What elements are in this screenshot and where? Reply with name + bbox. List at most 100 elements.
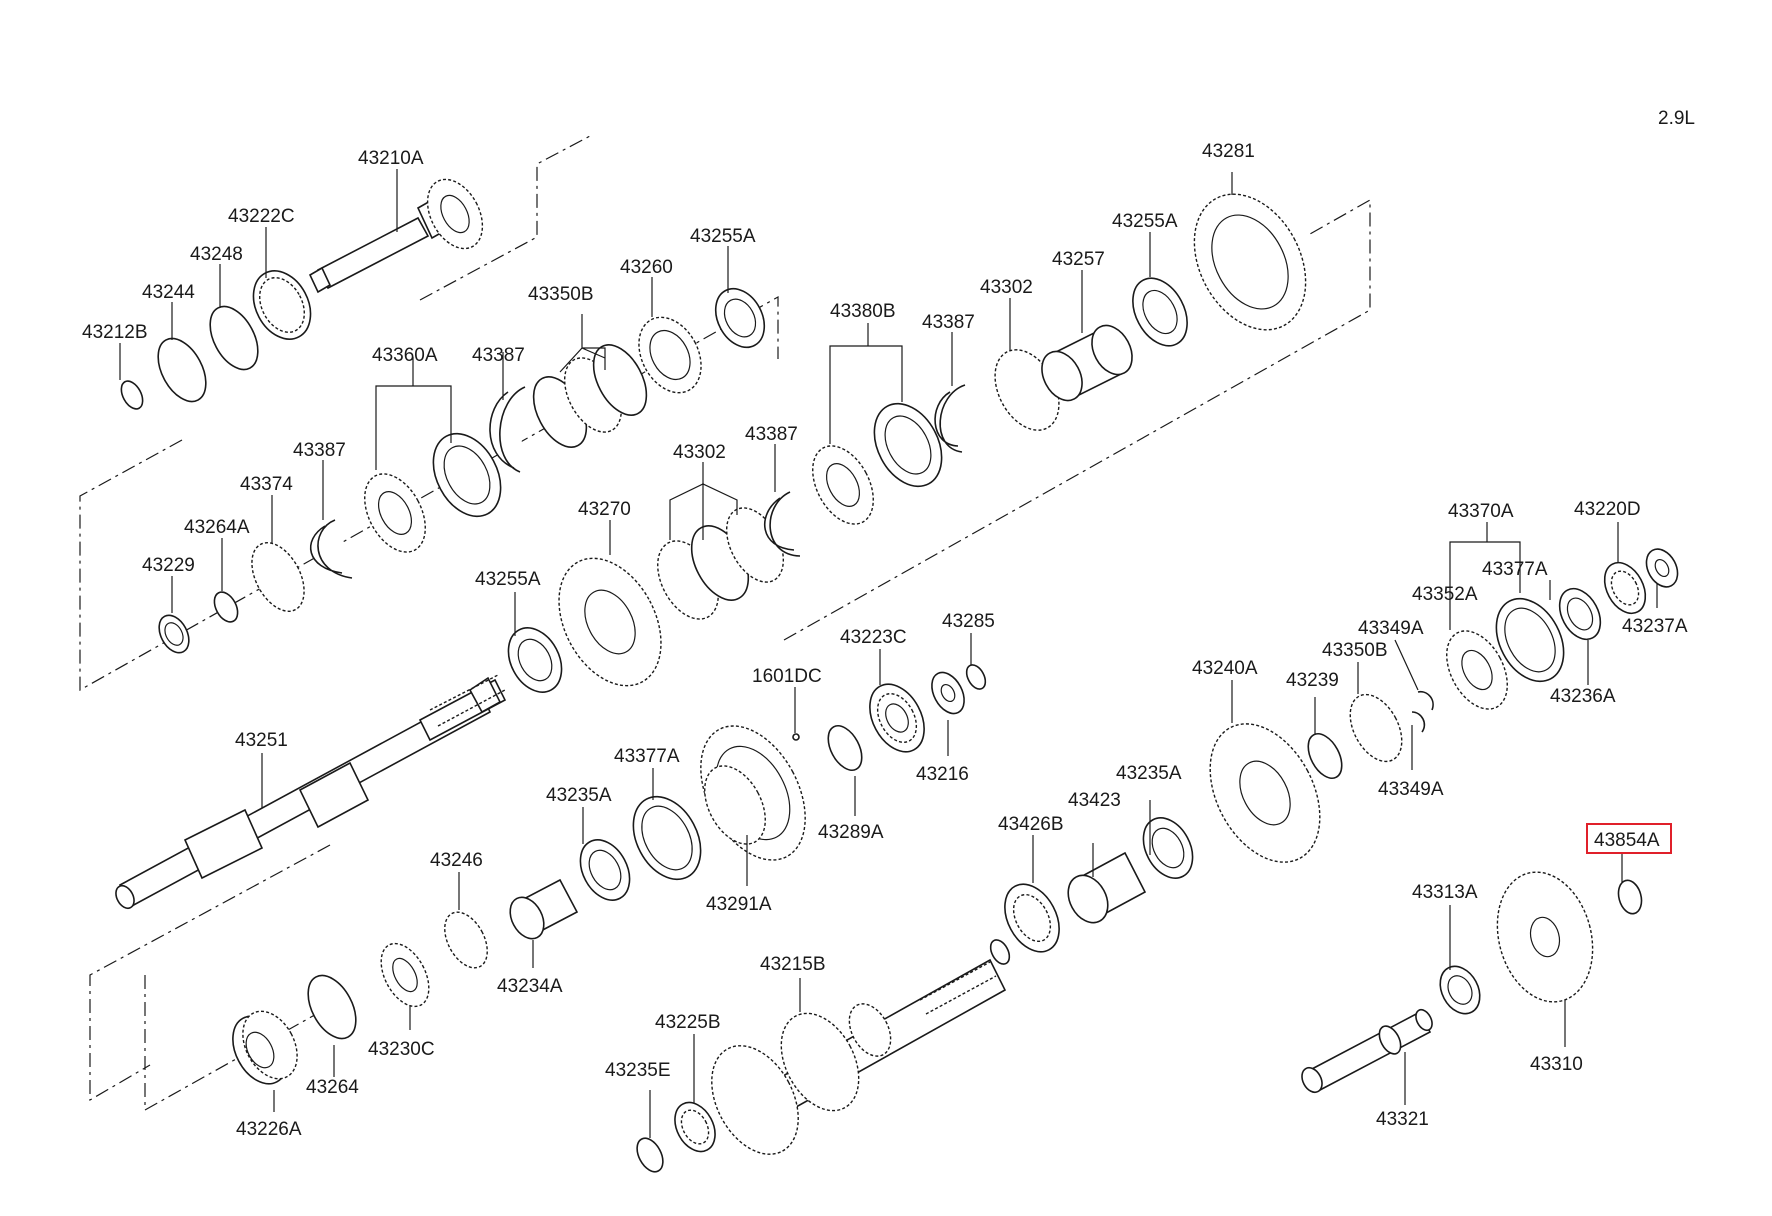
part-43387-snap-ring-a (489, 386, 526, 473)
part-43234A-sleeve (509, 878, 579, 940)
group-frames (79, 135, 1371, 1112)
part-43349A-key-a (1417, 690, 1434, 711)
label-43239[interactable]: 43239 (1286, 670, 1339, 691)
label-43313A[interactable]: 43313A (1412, 882, 1478, 903)
part-43321-idler-shaft (1301, 1008, 1433, 1094)
label-43226A[interactable]: 43226A (236, 1119, 302, 1140)
label-1601DC[interactable]: 1601DC (752, 666, 822, 687)
leader-lines (119, 169, 1658, 1138)
label-43255A-b[interactable]: 43255A (1112, 211, 1178, 232)
part-43281-gear (1193, 193, 1307, 331)
input-shaft-group (120, 178, 484, 410)
label-43248[interactable]: 43248 (190, 244, 243, 265)
label-43210A[interactable]: 43210A (358, 148, 424, 169)
label-43289A[interactable]: 43289A (818, 822, 884, 843)
part-43374-synchro-ring (251, 542, 305, 612)
label-43222C[interactable]: 43222C (228, 206, 295, 227)
label-43240A[interactable]: 43240A (1192, 658, 1258, 679)
part-43350B-synchro-ring-b (1349, 693, 1403, 763)
label-43220D[interactable]: 43220D (1574, 499, 1641, 520)
label-43235E[interactable]: 43235E (605, 1060, 671, 1081)
label-43264[interactable]: 43264 (306, 1077, 359, 1098)
part-43260-gear (638, 316, 702, 394)
label-43246[interactable]: 43246 (430, 850, 483, 871)
part-43854A-washer (1617, 879, 1643, 915)
part-43235E-snap-ring (636, 1137, 664, 1173)
label-43377A-a[interactable]: 43377A (614, 746, 680, 767)
part-43313A-needle-bearing (1439, 965, 1481, 1015)
label-43321[interactable]: 43321 (1376, 1109, 1429, 1130)
label-43270[interactable]: 43270 (578, 499, 631, 520)
label-43302-a[interactable]: 43302 (980, 277, 1033, 298)
label-43426B[interactable]: 43426B (998, 814, 1064, 835)
part-43270-gear (558, 557, 662, 687)
label-43423[interactable]: 43423 (1068, 790, 1121, 811)
label-43302-b[interactable]: 43302 (673, 442, 726, 463)
label-43349A-b[interactable]: 43349A (1378, 779, 1444, 800)
label-43377A-b[interactable]: 43377A (1482, 559, 1548, 580)
part-43255A-needle-bearing-c (507, 627, 563, 693)
label-43235A-b[interactable]: 43235A (1116, 763, 1182, 784)
label-43387-a[interactable]: 43387 (472, 345, 525, 366)
label-43387-d[interactable]: 43387 (745, 424, 798, 445)
part-43264-snap-ring (307, 974, 357, 1040)
label-43223C[interactable]: 43223C (840, 627, 907, 648)
label-43291A[interactable]: 43291A (706, 894, 772, 915)
highlight-box-43854A (1586, 823, 1672, 854)
part-43285-ring (965, 664, 987, 690)
reverse-idler-group (1301, 871, 1643, 1094)
label-43281[interactable]: 43281 (1202, 141, 1255, 162)
label-43387-b[interactable]: 43387 (293, 440, 346, 461)
label-43230C[interactable]: 43230C (368, 1039, 435, 1060)
part-43222C-bearing (252, 270, 312, 340)
label-43225B[interactable]: 43225B (655, 1012, 721, 1033)
label-43387-c[interactable]: 43387 (922, 312, 975, 333)
label-43350B-b[interactable]: 43350B (1322, 640, 1388, 661)
label-43235A-a[interactable]: 43235A (546, 785, 612, 806)
part-43226A-bearing (232, 1010, 298, 1085)
label-43352A[interactable]: 43352A (1412, 584, 1478, 605)
part-43236A-needle-bearing (1558, 587, 1602, 641)
part-43216-washer (931, 671, 965, 715)
part-1601DC-dot (792, 733, 800, 741)
label-43854A[interactable]: 43854A (1594, 830, 1660, 851)
part-43349A-key-b (1411, 711, 1426, 733)
middle-right-group (232, 664, 987, 1085)
label-43350B-a[interactable]: 43350B (528, 284, 594, 305)
label-43310[interactable]: 43310 (1530, 1054, 1583, 1075)
part-43235A-needle-bearing-a (579, 839, 631, 901)
label-43360A[interactable]: 43360A (372, 345, 438, 366)
part-43289A-ring (827, 725, 863, 771)
label-43244[interactable]: 43244 (142, 282, 195, 303)
part-43350B-synchro-rings (532, 344, 648, 448)
label-43260[interactable]: 43260 (620, 257, 673, 278)
label-43212B[interactable]: 43212B (82, 322, 148, 343)
label-43255A-a[interactable]: 43255A (690, 226, 756, 247)
part-43302-synchro-rings-middle (657, 507, 785, 620)
label-43237A[interactable]: 43237A (1622, 616, 1688, 637)
label-43236A[interactable]: 43236A (1550, 686, 1616, 707)
label-43264A[interactable]: 43264A (184, 517, 250, 538)
part-43215B-countershaft (711, 939, 1011, 1155)
label-43380B[interactable]: 43380B (830, 301, 896, 322)
label-43251[interactable]: 43251 (235, 730, 288, 751)
label-43349A-a[interactable]: 43349A (1358, 618, 1424, 639)
part-43387-snap-ring-c (934, 384, 966, 453)
part-43220D-bearing (1603, 561, 1647, 615)
label-43229[interactable]: 43229 (142, 555, 195, 576)
label-43215B[interactable]: 43215B (760, 954, 826, 975)
label-43255A-c[interactable]: 43255A (475, 569, 541, 590)
label-43234A[interactable]: 43234A (497, 976, 563, 997)
part-43251-mainshaft (115, 674, 507, 910)
part-43225B-bearing (674, 1101, 716, 1153)
label-43285[interactable]: 43285 (942, 611, 995, 632)
part-43377A-bearing-b (1495, 597, 1565, 683)
label-43216[interactable]: 43216 (916, 764, 969, 785)
part-labels: 43210A 43222C 43248 43244 43212B 43350B … (82, 141, 1688, 1140)
label-43257[interactable]: 43257 (1052, 249, 1105, 270)
label-43370A[interactable]: 43370A (1448, 501, 1514, 522)
part-43235A-needle-bearing-b (1142, 817, 1194, 879)
label-43374[interactable]: 43374 (240, 474, 293, 495)
